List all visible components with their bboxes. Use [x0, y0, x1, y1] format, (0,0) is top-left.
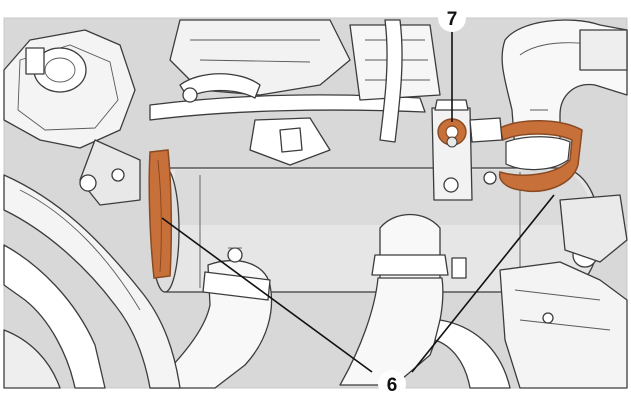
- lower-left-bent-hose: [149, 247, 273, 389]
- leader-line-6-left: [161, 217, 373, 373]
- lower-right-components: [434, 194, 628, 389]
- lower-left-long-hoses: [3, 174, 181, 389]
- upper-right-elbow-hose: [501, 19, 628, 151]
- bolt-highlight-7: [437, 118, 467, 148]
- right-clamp-highlight: [498, 120, 583, 192]
- callout-7-label: 7: [447, 9, 458, 30]
- left-clamp-highlight: [148, 149, 173, 279]
- upper-hose-cluster: [149, 19, 441, 166]
- callout-6: 6: [378, 370, 406, 398]
- callout-6-label: 6: [387, 375, 398, 396]
- small-connectors: [79, 117, 554, 324]
- callout-7: 7: [438, 4, 466, 32]
- leader-line-6-right: [411, 194, 555, 373]
- upper-left-housing: [3, 29, 141, 206]
- center-vertical-hose: [339, 214, 467, 386]
